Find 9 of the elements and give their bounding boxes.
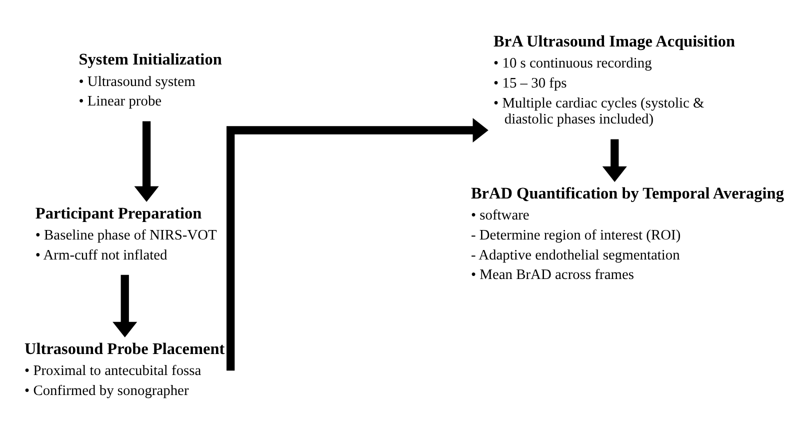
node-text: Participant Preparation • Baseline phase of NIRS-VOT • Arm-cuff not inflated	[35, 204, 217, 264]
arrow	[112, 274, 138, 338]
node-text: Ultrasound Probe Placement • Proximal to antecubital fossa • Confirmed by sonographer	[24, 340, 225, 399]
node-text: BrA Ultrasound Image Acquisition • 10 s continuous recording • 15 – 30 fps • Multiple cardiac cycles (systolic & diastolic phases included)	[494, 32, 736, 128]
arrow	[602, 139, 627, 182]
node-text: System Initialization • Ultrasound system • Linear probe	[78, 50, 222, 110]
arrow	[226, 118, 488, 371]
node-text: BrAD Quantification by Temporal Averaging • software - Determine region of interest (ROI) - Adaptive endothelial segmentation • Mean BrAD across frames	[470, 184, 784, 284]
arrow	[134, 121, 159, 202]
